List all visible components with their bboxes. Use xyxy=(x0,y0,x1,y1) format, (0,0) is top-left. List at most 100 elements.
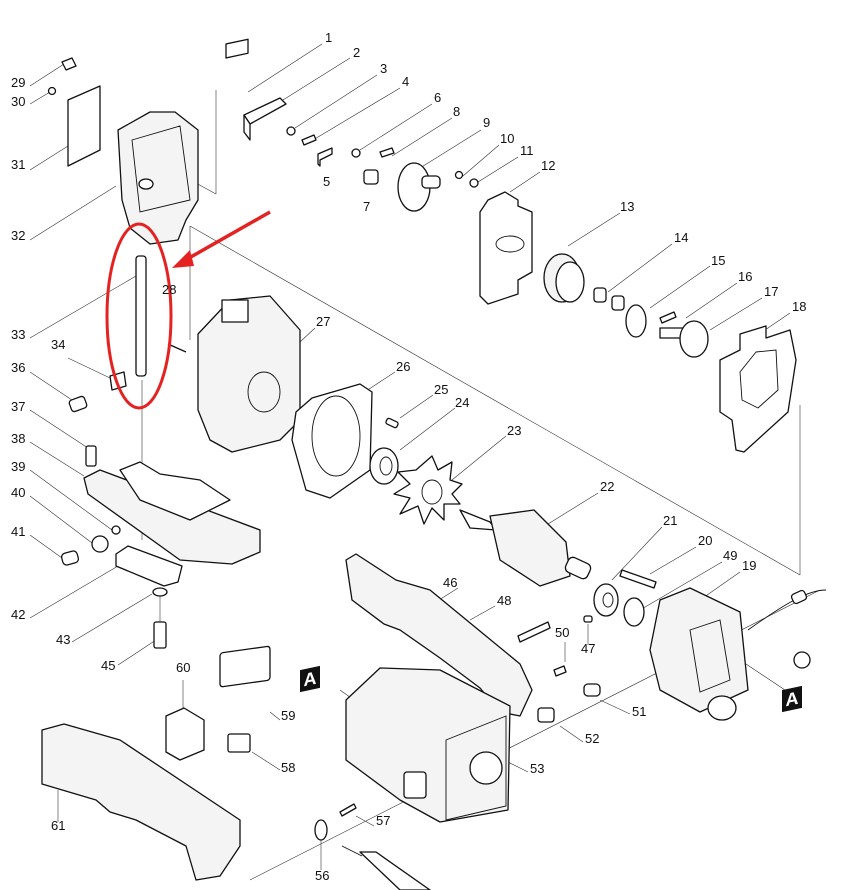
part-21-bearing xyxy=(593,583,619,617)
part-59-cover xyxy=(219,645,271,688)
part-22-armature xyxy=(459,509,592,587)
part-6-ring xyxy=(351,148,361,158)
part-label-18: 18 xyxy=(792,299,807,314)
part-60-switch xyxy=(165,707,205,761)
part-30-screw xyxy=(47,86,57,96)
part-label-5: 5 xyxy=(323,174,331,189)
part-label-4: 4 xyxy=(402,74,410,89)
part-40-roller xyxy=(91,535,109,553)
part-5-clip xyxy=(317,147,333,167)
part-label-16: 16 xyxy=(738,269,753,284)
part-label-8: 8 xyxy=(453,104,461,119)
part-25-pin xyxy=(385,417,399,429)
part-label-38: 38 xyxy=(11,431,26,446)
part-label-48: 48 xyxy=(497,593,512,608)
part-18-gasket xyxy=(719,325,797,453)
part-7-sleeve xyxy=(363,169,379,185)
part-24-bearing xyxy=(369,447,399,485)
part-label-52: 52 xyxy=(585,731,600,746)
part-label-56: 56 xyxy=(315,868,330,883)
part-39-ring xyxy=(111,525,121,535)
part-15-washer xyxy=(625,304,647,338)
part-2-guide xyxy=(243,97,287,141)
part-10-ring xyxy=(454,170,464,180)
part-53-motor-housing xyxy=(345,667,511,823)
part-label-57: 57 xyxy=(376,813,391,828)
part-49-washer xyxy=(623,597,645,627)
part-42-lever xyxy=(115,545,183,587)
part-label-33: 33 xyxy=(11,327,26,342)
part-32-gear-housing xyxy=(117,111,199,245)
part-57-screw xyxy=(339,803,357,817)
part-50-screw xyxy=(553,665,567,677)
part-label-53: 53 xyxy=(530,761,545,776)
part-label-9: 9 xyxy=(483,115,491,130)
part-label-25: 25 xyxy=(434,382,449,397)
part-9-cam xyxy=(397,162,441,212)
part-14-bearing-b xyxy=(611,295,625,311)
part-3-nut xyxy=(286,126,296,136)
part-label-12: 12 xyxy=(541,158,556,173)
part-label-3: 3 xyxy=(380,61,388,76)
part-12-plate xyxy=(479,191,533,305)
part-label-28: 28 xyxy=(162,282,177,297)
part-52-brush xyxy=(537,707,555,723)
part-label-36: 36 xyxy=(11,360,26,375)
part-36-bolt xyxy=(68,395,88,413)
reference-marker-a-right: A xyxy=(782,685,802,713)
part-20-screw xyxy=(619,569,657,589)
part-27-motor-housing-front xyxy=(197,295,301,453)
part-label-60: 60 xyxy=(176,660,191,675)
part-label-21: 21 xyxy=(663,513,678,528)
part-26-end-ring xyxy=(291,383,373,499)
part-label-45: 45 xyxy=(101,658,116,673)
part-label-29: 29 xyxy=(11,75,26,90)
part-label-43: 43 xyxy=(56,632,71,647)
part-17-roller xyxy=(659,320,709,358)
part-label-7: 7 xyxy=(363,199,371,214)
part-label-15: 15 xyxy=(711,253,726,268)
power-cord xyxy=(341,845,431,890)
part-label-49: 49 xyxy=(723,548,738,563)
part-label-58: 58 xyxy=(281,760,296,775)
part-56-cord-clamp xyxy=(314,819,328,841)
part-45-bolt xyxy=(153,621,167,649)
part-label-2: 2 xyxy=(353,45,361,60)
part-label-37: 37 xyxy=(11,399,26,414)
part-label-17: 17 xyxy=(764,284,779,299)
part-48-screw xyxy=(517,621,551,643)
part-51-cap xyxy=(583,683,601,697)
part-label-31: 31 xyxy=(11,157,26,172)
part-label-23: 23 xyxy=(507,423,522,438)
part-label-39: 39 xyxy=(11,459,26,474)
highlight-annotation xyxy=(105,210,271,410)
part-label-6: 6 xyxy=(434,90,442,105)
part-label-20: 20 xyxy=(698,533,713,548)
part-28-pin xyxy=(167,343,187,353)
part-label-41: 41 xyxy=(11,524,26,539)
part-29-screw xyxy=(61,57,77,71)
part-label-50: 50 xyxy=(555,625,570,640)
part-33-plunger xyxy=(135,255,147,377)
part-label-1: 1 xyxy=(325,30,333,45)
part-label-14: 14 xyxy=(674,230,689,245)
part-label-34: 34 xyxy=(51,337,66,352)
part-23-fan xyxy=(393,455,463,525)
part-label-40: 40 xyxy=(11,485,26,500)
part-label-30: 30 xyxy=(11,94,26,109)
part-label-42: 42 xyxy=(11,607,26,622)
part-label-47: 47 xyxy=(581,641,596,656)
part-label-26: 26 xyxy=(396,359,411,374)
part-label-19: 19 xyxy=(742,558,757,573)
part-38-base-plate xyxy=(83,461,261,565)
part-43-washer xyxy=(152,587,168,597)
reference-marker-a-left: A xyxy=(300,665,320,693)
part-1-brackets xyxy=(225,38,249,59)
part-61-handle-cover xyxy=(41,723,241,881)
part-19-field-coil xyxy=(649,587,827,721)
part-label-27: 27 xyxy=(316,314,331,329)
part-16-screw xyxy=(659,311,677,324)
part-label-13: 13 xyxy=(620,199,635,214)
part-13-gear xyxy=(543,253,585,303)
